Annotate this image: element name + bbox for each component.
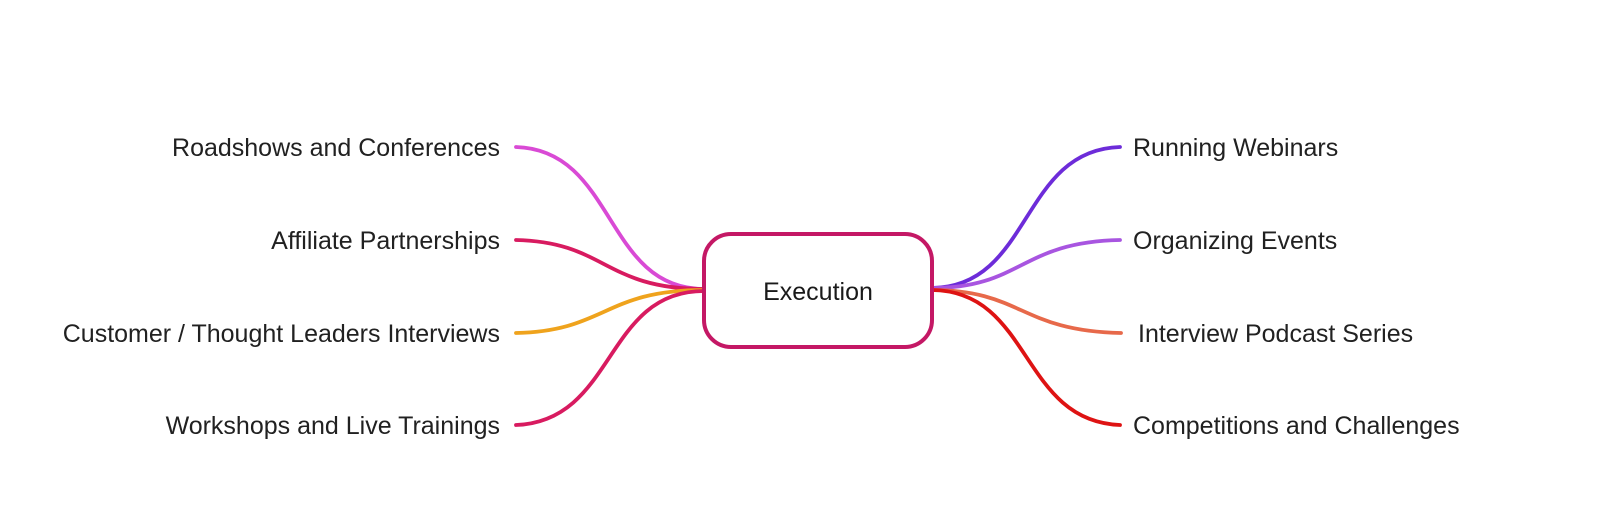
branch-curve-organizing-events xyxy=(930,238,1122,290)
branch-curve-customer-thought-leaders-interviews xyxy=(514,288,706,335)
branch-label-roadshows-and-conferences: Roadshows and Conferences xyxy=(172,134,500,162)
branch-curve-interview-podcast-series xyxy=(930,288,1123,335)
root-node-label: Execution xyxy=(763,278,873,306)
root-node-box xyxy=(702,232,934,349)
branch-label-workshops-and-live-trainings: Workshops and Live Trainings xyxy=(166,412,500,440)
branch-label-customer-thought-leaders-interviews: Customer / Thought Leaders Interviews xyxy=(63,320,500,348)
branch-curve-roadshows-and-conferences xyxy=(514,145,706,291)
root-node: Execution xyxy=(702,232,934,349)
branch-label-running-webinars: Running Webinars xyxy=(1133,134,1338,162)
branch-curve-affiliate-partnerships xyxy=(514,238,706,291)
branch-label-affiliate-partnerships: Affiliate Partnerships xyxy=(271,227,500,255)
branch-curve-workshops-and-live-trainings xyxy=(514,289,706,427)
branch-curve-running-webinars xyxy=(930,145,1122,290)
branch-label-interview-podcast-series: Interview Podcast Series xyxy=(1138,320,1413,348)
branch-curve-competitions-and-challenges xyxy=(930,288,1122,427)
branch-label-competitions-and-challenges: Competitions and Challenges xyxy=(1133,412,1460,440)
branch-label-organizing-events: Organizing Events xyxy=(1133,227,1337,255)
